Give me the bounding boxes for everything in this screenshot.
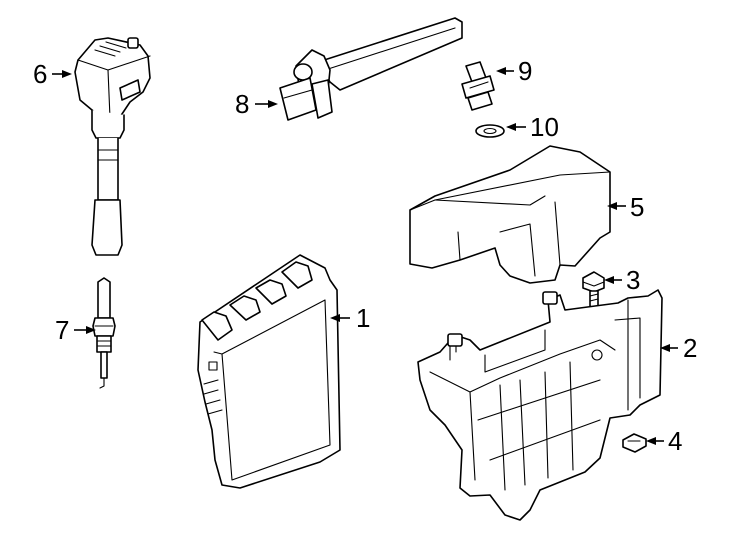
callout-1: 1: [330, 303, 370, 333]
callout-3: 3: [604, 265, 640, 295]
callout-10: 10: [506, 112, 559, 142]
callout-number-2: 2: [683, 333, 697, 363]
callout-2: 2: [660, 333, 697, 363]
callout-4: 4: [646, 426, 682, 456]
callout-number-4: 4: [668, 426, 682, 456]
callout-number-10: 10: [530, 112, 559, 142]
crankshaft-sensor-part: [461, 61, 495, 111]
ignition-coil-part: [74, 37, 151, 256]
callout-8: 8: [235, 89, 278, 119]
callout-9: 9: [496, 56, 532, 86]
callout-number-9: 9: [518, 56, 532, 86]
bolt-part: [582, 271, 605, 311]
callout-6: 6: [33, 59, 72, 89]
callout-7: 7: [55, 315, 96, 345]
o-ring-part: [475, 124, 505, 138]
callout-number-7: 7: [55, 315, 69, 345]
callout-number-8: 8: [235, 89, 249, 119]
spark-plug-part: [92, 277, 116, 389]
camshaft-sensor-part: [279, 17, 463, 121]
control-module-part: [197, 254, 341, 489]
clip-nut-part: [622, 433, 647, 453]
module-cover-part: [409, 145, 611, 284]
callout-5: 5: [607, 192, 644, 222]
callout-number-5: 5: [630, 192, 644, 222]
callout-number-6: 6: [33, 59, 47, 89]
callout-number-1: 1: [356, 303, 370, 333]
callout-number-3: 3: [626, 265, 640, 295]
module-bracket-part: [417, 289, 663, 521]
